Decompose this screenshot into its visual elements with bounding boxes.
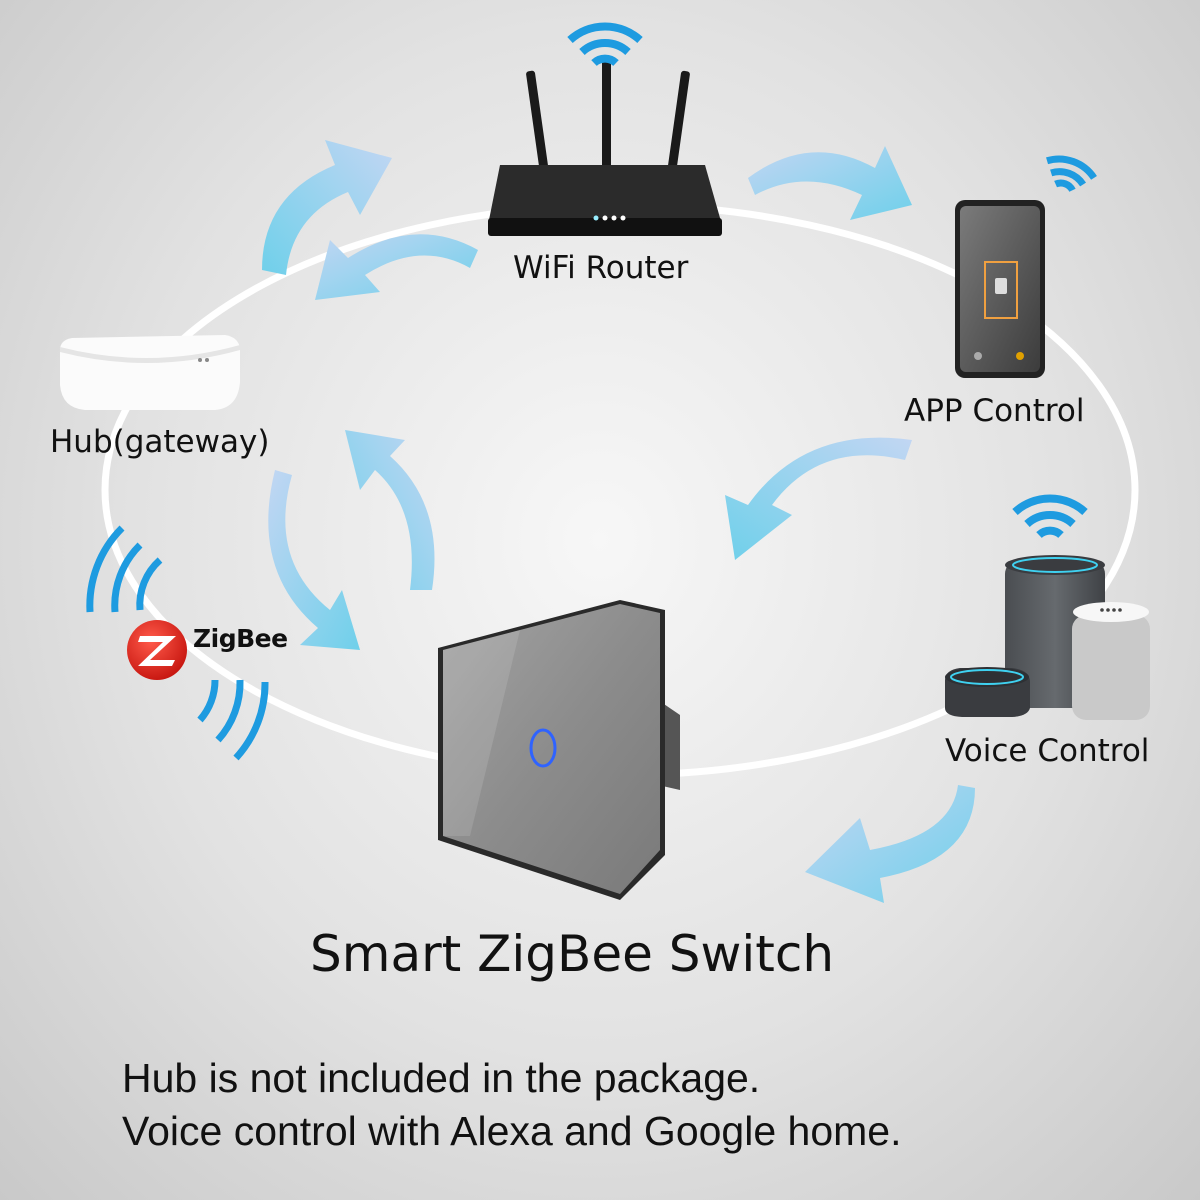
zigbee-logo-icon — [127, 620, 187, 680]
arrow-app-to-switch — [725, 437, 912, 560]
hub-gateway-device — [60, 335, 240, 410]
zigbee-signal-waves-left — [86, 525, 163, 613]
arrow-switch-to-hub — [345, 430, 435, 590]
app-control-label: APP Control — [904, 393, 1085, 429]
voice-wifi-icon — [1012, 494, 1088, 539]
note-line-hub: Hub is not included in the package. — [122, 1055, 761, 1101]
phone-wifi-icon — [1046, 155, 1097, 193]
arrow-router-to-hub-lower — [315, 234, 478, 300]
arrow-voice-to-switch — [805, 785, 975, 903]
voice-control-label: Voice Control — [945, 733, 1150, 769]
smart-switch-device — [438, 600, 680, 900]
arrow-hub-to-router-upper — [262, 140, 392, 275]
product-title: Smart ZigBee Switch — [310, 925, 835, 983]
zigbee-logo-text: ZigBee — [193, 624, 288, 653]
voice-speakers-device — [945, 555, 1150, 720]
hub-label: Hub(gateway) — [50, 424, 270, 460]
wifi-router-device — [488, 60, 722, 236]
router-label: WiFi Router — [513, 250, 689, 286]
arrow-router-to-app — [748, 146, 912, 220]
arrow-hub-to-switch — [268, 470, 360, 650]
note-line-voice: Voice control with Alexa and Google home… — [122, 1108, 902, 1154]
phone-app-device — [955, 200, 1045, 378]
router-wifi-icon — [567, 22, 643, 67]
zigbee-signal-waves-right — [197, 679, 269, 761]
